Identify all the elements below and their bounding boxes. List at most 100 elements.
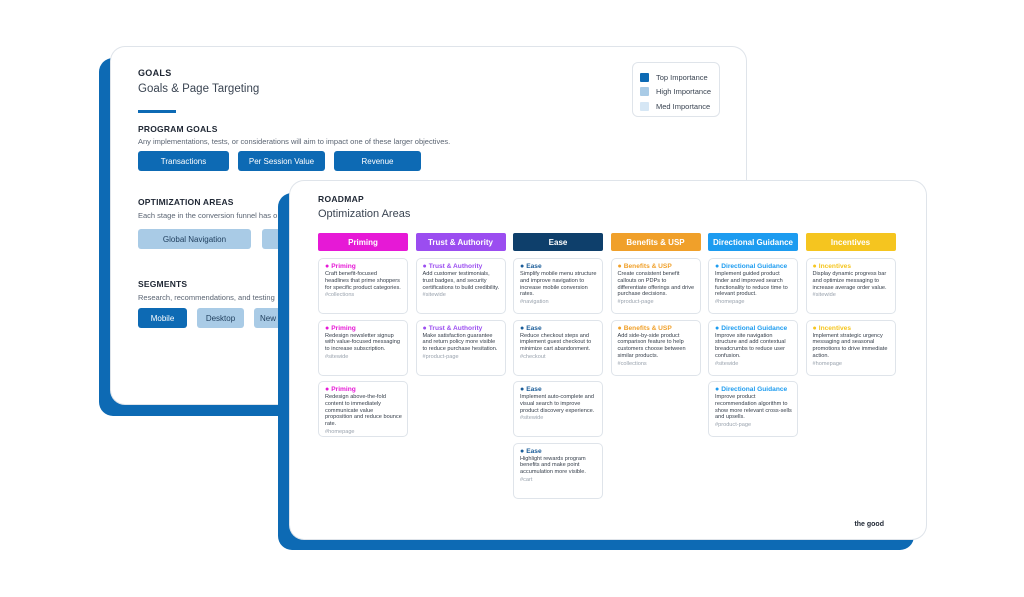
card-category: ●Directional Guidance: [715, 386, 792, 393]
category-dot-icon: ●: [715, 263, 720, 270]
column-header-trust-authority[interactable]: Trust & Authority: [415, 233, 506, 251]
card-description: Redesign above-the-fold content to immed…: [325, 394, 402, 428]
card-description: Add customer testimonials, trust badges,…: [422, 271, 500, 291]
card-category: ●Benefits & USP: [618, 325, 695, 332]
card-description: Add side-by-side product comparison feat…: [617, 332, 686, 359]
card-category-label: Ease: [526, 263, 542, 270]
legend-swatch-top: [640, 72, 649, 82]
card-page-tag: #product-page: [422, 353, 459, 360]
category-dot-icon: ●: [715, 386, 720, 393]
card-category: ●Trust & Authority: [423, 325, 500, 332]
card-description: Implement guided product finder and impr…: [715, 271, 788, 298]
segment-pill-desktop[interactable]: Desktop: [197, 308, 244, 328]
card-description: Simplify mobile menu structure and impro…: [520, 271, 597, 298]
column-header-incentives[interactable]: Incentives: [805, 233, 896, 251]
goal-pill-per-session-value[interactable]: Per Session Value: [238, 151, 325, 171]
card-page-tag: #cart: [520, 476, 533, 483]
column-header-directional-guidance[interactable]: Directional Guidance: [708, 233, 798, 251]
card-description: Improve site navigation structure and ad…: [715, 332, 786, 359]
card-page-tag: #homepage: [325, 428, 355, 435]
category-dot-icon: ●: [715, 324, 720, 332]
optimization-areas-heading: OPTIMIZATION AREAS: [138, 197, 234, 207]
card-page-tag: #checkout: [520, 353, 546, 360]
card-category: ●Ease: [520, 325, 597, 332]
card-description: Implement strategic urgency messaging an…: [812, 332, 888, 359]
card-category: ●Directional Guidance: [715, 325, 792, 332]
category-dot-icon: ●: [422, 263, 427, 270]
card-description: Reduce checkout steps and implement gues…: [520, 332, 592, 353]
card-page-tag: #homepage: [715, 299, 745, 306]
card-category-label: Priming: [331, 324, 356, 332]
roadmap-kicker: ROADMAP: [318, 194, 365, 204]
card-category: ●Priming: [325, 325, 402, 332]
card-category-label: Benefits & USP: [623, 324, 672, 332]
brand-logo: the good: [854, 521, 884, 528]
card-category-label: Priming: [331, 386, 356, 393]
roadmap-title: Optimization Areas: [318, 208, 411, 220]
card-category-label: Trust & Authority: [428, 324, 483, 332]
category-dot-icon: ●: [520, 263, 525, 270]
segment-pill-mobile[interactable]: Mobile: [138, 308, 187, 328]
roadmap-card: ROADMAP Optimization Areas Priming●Primi…: [290, 181, 926, 539]
card-category-label: Directional Guidance: [721, 324, 788, 332]
card-category-label: Trust & Authority: [428, 263, 483, 270]
program-goals-heading: PROGRAM GOALS: [138, 124, 218, 134]
card-page-tag: #product-page: [715, 422, 752, 429]
card-category: ●Priming: [325, 386, 402, 393]
legend-label-med: Med Importance: [656, 101, 711, 111]
segments-description: Research, recommendations, and testing: [138, 293, 275, 302]
column-header-priming[interactable]: Priming: [318, 233, 408, 251]
column-header-ease[interactable]: Ease: [513, 233, 603, 251]
legend-label-top: Top Importance: [656, 72, 708, 82]
legend-swatch-high: [640, 87, 649, 97]
card-description: Implement auto-complete and visual searc…: [520, 394, 595, 414]
card-page-tag: #navigation: [520, 299, 549, 306]
card-category: ●Ease: [520, 386, 597, 393]
category-dot-icon: ●: [617, 324, 622, 332]
card-category: ●Ease: [520, 263, 597, 270]
category-dot-icon: ●: [325, 263, 330, 270]
legend-item-high: High Importance: [640, 85, 719, 100]
category-dot-icon: ●: [325, 386, 330, 393]
card-description: Craft benefit-focused headlines that pri…: [325, 271, 401, 291]
card-category-label: Ease: [526, 447, 542, 455]
program-goals-description: Any implementations, tests, or considera…: [138, 137, 451, 146]
legend-swatch-med: [640, 101, 649, 111]
goal-pill-revenue[interactable]: Revenue: [334, 151, 421, 171]
goal-pill-transactions[interactable]: Transactions: [138, 151, 229, 171]
card-description: Display dynamic progress bar and optimiz…: [812, 271, 887, 291]
card-description: Create consistent benefit callouts on PD…: [617, 271, 695, 298]
category-dot-icon: ●: [520, 386, 525, 393]
optimization-areas-description: Each stage in the conversion funnel has …: [138, 211, 278, 220]
column-header-benefits-usp[interactable]: Benefits & USP: [610, 233, 701, 251]
legend-label-high: High Importance: [656, 87, 712, 97]
card-page-tag: #homepage: [812, 360, 843, 367]
card-page-tag: #sitewide: [812, 292, 836, 299]
card-page-tag: #sitewide: [325, 353, 349, 360]
card-category: ●Ease: [520, 448, 597, 455]
card-category-label: Directional Guidance: [721, 263, 788, 270]
card-category-label: Priming: [331, 263, 356, 270]
area-pill-global-navigation[interactable]: Global Navigation: [138, 229, 251, 249]
card-category: ●Directional Guidance: [715, 263, 792, 270]
category-dot-icon: ●: [520, 324, 525, 332]
legend-item-med: Med Importance: [640, 99, 719, 114]
card-category: ●Benefits & USP: [618, 263, 695, 270]
